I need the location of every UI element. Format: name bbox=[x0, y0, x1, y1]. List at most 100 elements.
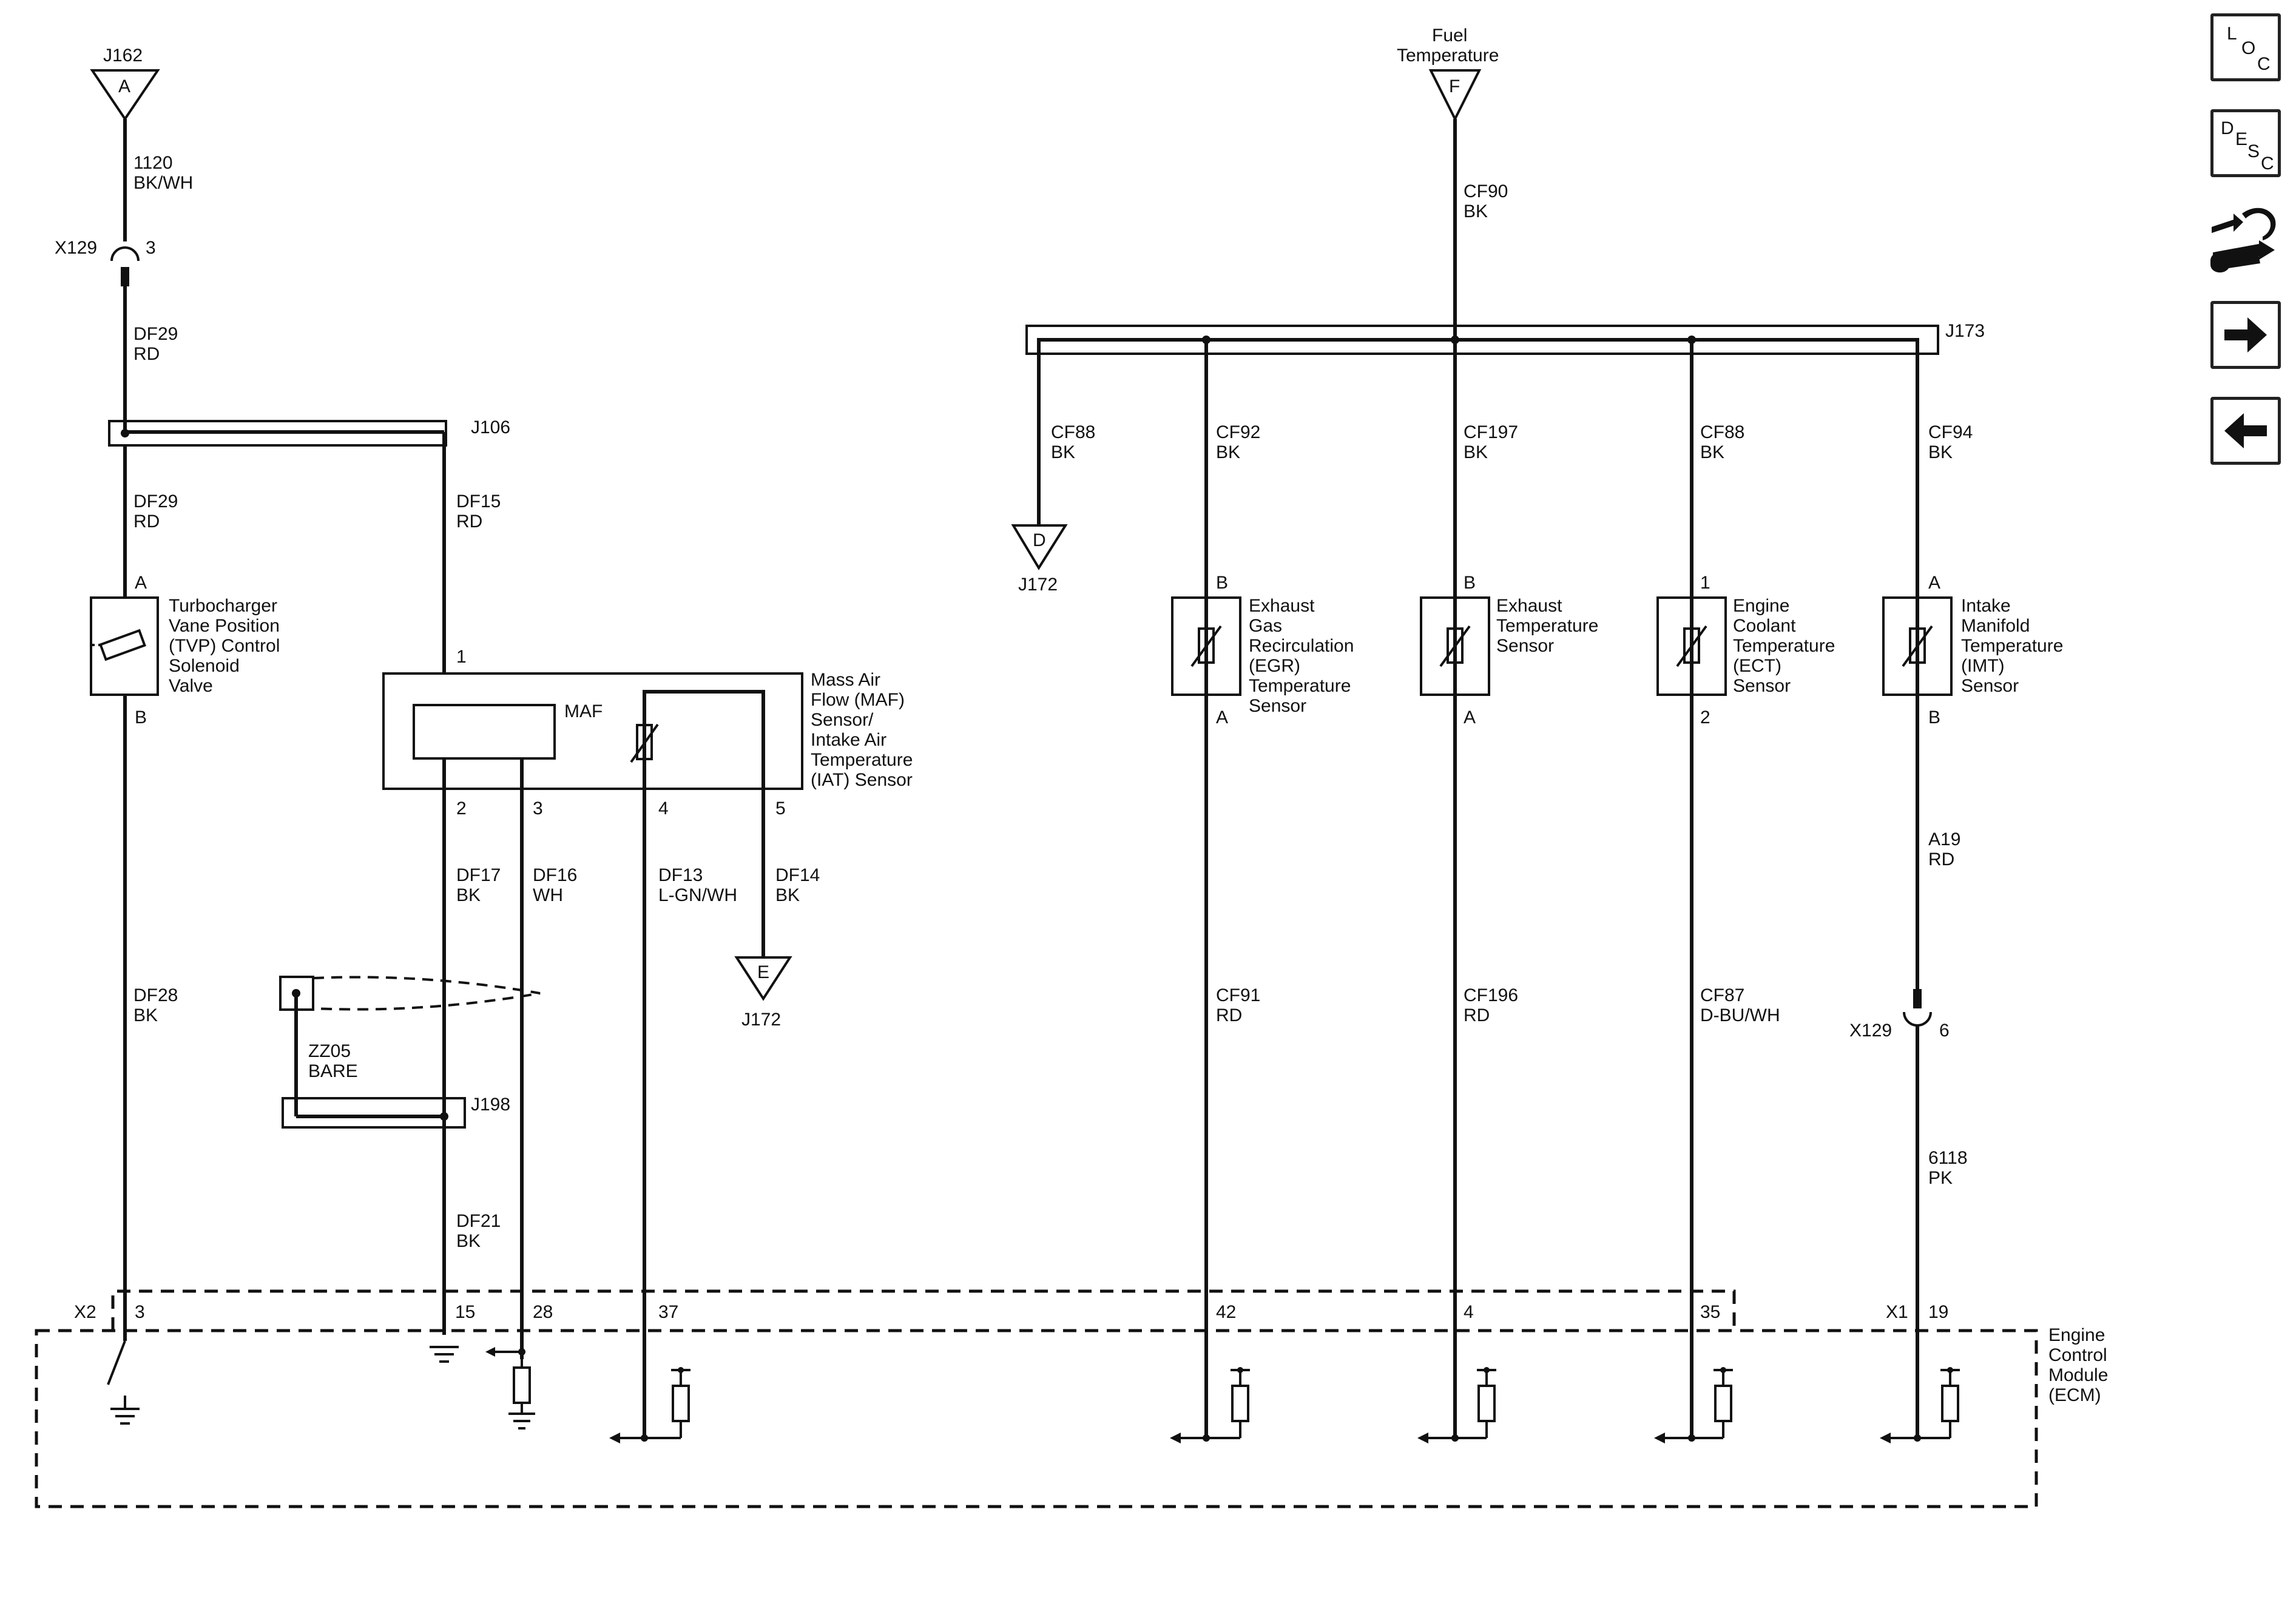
fuel-temperature-connector: Fuel Temperature F bbox=[1397, 25, 1499, 122]
wire-a19-color: RD bbox=[1928, 849, 1954, 869]
svg-text:Sensor: Sensor bbox=[1249, 696, 1306, 716]
wire-df21-color: BK bbox=[456, 1231, 481, 1251]
wire-df14-circuit: DF14 bbox=[775, 865, 820, 885]
ecm-pin-19: 19 bbox=[1928, 1302, 1948, 1322]
wire-6118-color: PK bbox=[1928, 1168, 1953, 1188]
tvp-label: Turbocharger Vane Position (TVP) Control… bbox=[169, 596, 280, 696]
wire-df29-upper-circuit: DF29 bbox=[133, 324, 178, 344]
svg-text:Temperature: Temperature bbox=[811, 750, 913, 770]
svg-text:Solenoid: Solenoid bbox=[169, 656, 240, 676]
wire-cf196-color: RD bbox=[1464, 1005, 1490, 1025]
desc-button[interactable]: D E S C bbox=[2210, 109, 2281, 177]
svg-text:Coolant: Coolant bbox=[1733, 616, 1796, 636]
svg-text:Recirculation: Recirculation bbox=[1249, 636, 1354, 656]
x129-pin-top: 3 bbox=[146, 238, 156, 258]
svg-text:Module: Module bbox=[2048, 1365, 2108, 1385]
svg-text:Sensor: Sensor bbox=[1496, 636, 1554, 656]
ecm-x1-label: X1 bbox=[1886, 1302, 1908, 1322]
maf-pin-3: 3 bbox=[533, 798, 543, 819]
ext-pin-a: A bbox=[1464, 707, 1476, 727]
svg-text:Manifold: Manifold bbox=[1961, 616, 2030, 636]
j173-label: J173 bbox=[1945, 321, 1985, 341]
ecm-input-pin42 bbox=[1170, 1367, 1250, 1443]
wire-1120-circuit: 1120 bbox=[133, 153, 173, 173]
j106-splice: J106 bbox=[108, 417, 510, 447]
svg-text:Mass Air: Mass Air bbox=[811, 670, 880, 690]
next-arrow-button[interactable] bbox=[2210, 301, 2281, 369]
wire-df29-upper-color: RD bbox=[133, 344, 160, 364]
ecm-pin-42: 42 bbox=[1216, 1302, 1236, 1322]
tvp-pin-b: B bbox=[135, 707, 147, 727]
x129-inline-connector-top: X129 3 bbox=[55, 238, 156, 286]
wire-cf91-color: RD bbox=[1216, 1005, 1242, 1025]
egr-pin-a: A bbox=[1216, 707, 1228, 727]
wire-zz05-color: BARE bbox=[308, 1061, 358, 1081]
wire-cf88-d-color: BK bbox=[1051, 442, 1075, 462]
ecm-pin-4: 4 bbox=[1464, 1302, 1474, 1322]
tvp-pin-a: A bbox=[135, 573, 147, 593]
maf-pin-5: 5 bbox=[775, 798, 786, 819]
j162-pin: A bbox=[118, 76, 130, 96]
wire-cf197-circuit: CF197 bbox=[1464, 422, 1518, 442]
svg-text:Exhaust: Exhaust bbox=[1249, 596, 1315, 616]
wire-cf92-color: BK bbox=[1216, 442, 1240, 462]
svg-text:Temperature: Temperature bbox=[1249, 676, 1351, 696]
ecm-module: Engine Control Module (ECM) X2 X1 3 15 2… bbox=[35, 1289, 2108, 1508]
ecm-input-pin35 bbox=[1654, 1367, 1733, 1443]
svg-text:Exhaust: Exhaust bbox=[1496, 596, 1562, 616]
svg-text:(ECT): (ECT) bbox=[1733, 656, 1781, 676]
wire-cf197-color: BK bbox=[1464, 442, 1488, 462]
svg-text:(IAT) Sensor: (IAT) Sensor bbox=[811, 770, 913, 790]
ecm-input-pin4 bbox=[1417, 1367, 1496, 1443]
svg-text:Intake Air: Intake Air bbox=[811, 730, 886, 750]
j172-d-pin: D bbox=[1033, 530, 1046, 550]
wire-df13-color: L-GN/WH bbox=[658, 885, 737, 905]
svg-text:Temperature: Temperature bbox=[1733, 636, 1835, 656]
ecm-input-pin37 bbox=[609, 1367, 690, 1443]
svg-text:(TVP) Control: (TVP) Control bbox=[169, 636, 280, 656]
imt-pin-a: A bbox=[1928, 573, 1940, 593]
svg-text:Vane Position: Vane Position bbox=[169, 616, 280, 636]
svg-text:Flow (MAF): Flow (MAF) bbox=[811, 690, 905, 710]
j172-d-label: J172 bbox=[1018, 575, 1058, 595]
wire-df29-lower-color: RD bbox=[133, 511, 160, 532]
wire-1120-color: BK/WH bbox=[133, 173, 193, 193]
j162-connector: J162 A bbox=[90, 46, 160, 121]
svg-text:Engine: Engine bbox=[2048, 1325, 2105, 1345]
wire-df14-color: BK bbox=[775, 885, 800, 905]
wire-cf91-circuit: CF91 bbox=[1216, 985, 1260, 1005]
wire-cf94-circuit: CF94 bbox=[1928, 422, 1973, 442]
ecm-pin-3: 3 bbox=[135, 1302, 145, 1322]
wire-6118-circuit: 6118 bbox=[1928, 1148, 1968, 1168]
svg-text:Temperature: Temperature bbox=[1961, 636, 2063, 656]
wire-df16-circuit: DF16 bbox=[533, 865, 577, 885]
exhaust-temperature-sensor: B A Exhaust Temperature Sensor bbox=[1420, 573, 1598, 727]
j162-label: J162 bbox=[103, 46, 143, 66]
svg-text:(IMT): (IMT) bbox=[1961, 656, 2005, 676]
wire-df17-color: BK bbox=[456, 885, 481, 905]
ecm-x2-label: X2 bbox=[74, 1302, 96, 1322]
wire-cf90-color: BK bbox=[1464, 201, 1488, 221]
j172-d-connector: D J172 bbox=[1011, 524, 1068, 595]
arrow-right-icon bbox=[2224, 317, 2267, 353]
svg-text:Intake: Intake bbox=[1961, 596, 2011, 616]
wire-df15-circuit: DF15 bbox=[456, 491, 501, 511]
imt-pin-b: B bbox=[1928, 707, 1940, 727]
maf-pin-1: 1 bbox=[456, 647, 467, 667]
j198-label: J198 bbox=[471, 1095, 510, 1115]
loc-button[interactable]: L O C bbox=[2210, 13, 2281, 81]
j106-label: J106 bbox=[471, 417, 510, 437]
arrow-left-icon bbox=[2224, 413, 2267, 448]
svg-text:Sensor: Sensor bbox=[1733, 676, 1791, 696]
x129-label-bottom: X129 bbox=[1849, 1021, 1892, 1041]
wire-df15-color: RD bbox=[456, 511, 482, 532]
connector-tool-icon[interactable] bbox=[2207, 200, 2283, 279]
ext-pin-b: B bbox=[1464, 573, 1476, 593]
ecm-pin-28: 28 bbox=[533, 1302, 553, 1322]
ect-sensor: 1 2 Engine Coolant Temperature (ECT) Sen… bbox=[1656, 573, 1835, 727]
ground-symbol-pin15 bbox=[430, 1346, 459, 1363]
back-arrow-button[interactable] bbox=[2210, 397, 2281, 465]
wire-a19-circuit: A19 bbox=[1928, 829, 1960, 849]
ecm-pin-35: 35 bbox=[1700, 1302, 1720, 1322]
svg-text:Valve: Valve bbox=[169, 676, 213, 696]
